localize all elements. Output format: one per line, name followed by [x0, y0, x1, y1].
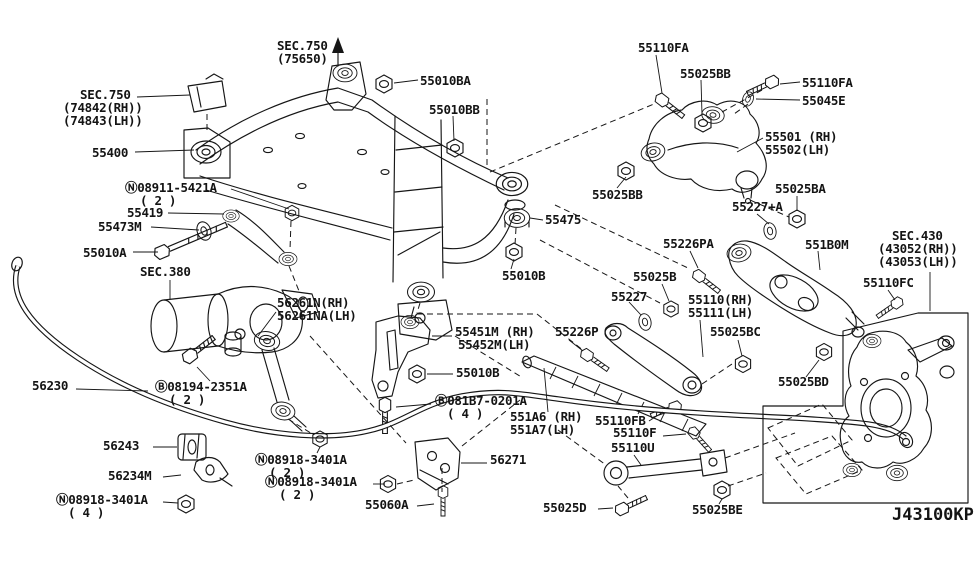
- part-label-p55473M: 55473M: [98, 219, 142, 234]
- part-label-p55110FB: 55110FB: [595, 413, 646, 428]
- part-label-p55110F: 55110F: [613, 425, 657, 440]
- part-label-p55025D: 55025D: [543, 500, 587, 515]
- part-label-p08918-2a: Ⓝ08918-3401A( 2 ): [255, 452, 347, 480]
- part-label-p55110FC: 55110FC: [863, 275, 914, 290]
- part-label-p55226P: 55226P: [555, 324, 599, 339]
- part-label-p55025B: 55025B: [633, 269, 677, 284]
- part-label-p55010B-c: 55010B: [502, 268, 546, 283]
- lower-control-arm: [636, 209, 906, 374]
- diagram-code: J43100KP: [892, 505, 974, 525]
- part-label-p55025BB-mid: 55025BB: [592, 187, 643, 202]
- part-label-p55110: 55110(RH)55111(LH): [688, 292, 754, 320]
- part-label-p55010A: 55010A: [83, 245, 127, 260]
- part-label-p08918-4: Ⓝ08918-3401A( 4 ): [56, 492, 148, 520]
- radius-rod: [603, 449, 731, 518]
- radius-link-55419: [154, 204, 300, 266]
- part-label-p55025BE: 55025BE: [692, 502, 743, 517]
- part-label-p55226PA: 55226PA: [663, 236, 714, 251]
- part-label-p08911: Ⓝ08911-5421A( 2 ): [125, 180, 217, 208]
- part-label-sec380: SEC.380: [140, 264, 191, 279]
- part-label-p55025BB-top: 55025BB: [680, 66, 731, 81]
- part-label-p55400: 55400: [92, 145, 129, 160]
- upper-control-arm: [375, 73, 782, 205]
- part-label-p08194: Ⓑ08194-2351A( 2 ): [155, 379, 247, 407]
- part-label-sec430: SEC.430(43052(RH))(43053(LH)): [878, 228, 958, 269]
- subframe-crossmember: [183, 37, 531, 341]
- part-label-p55110FA-top: 55110FA: [638, 40, 689, 55]
- part-label-p081B7: Ⓑ081B7-0201A( 4 ): [435, 393, 527, 421]
- part-label-p56243: 56243: [103, 438, 140, 453]
- shock-lower-bracket: [371, 315, 431, 435]
- dashed-lines: [206, 89, 796, 499]
- part-label-p55025BD: 55025BD: [778, 374, 829, 389]
- part-label-p55010BB: 55010BB: [429, 102, 480, 117]
- part-label-p55045E: 55045E: [802, 93, 846, 108]
- part-label-sec750-left: SEC.750(74842(RH))(74843(LH)): [63, 87, 143, 128]
- part-label-p55227A: 55227+A: [732, 199, 783, 214]
- part-label-p55025BA: 55025BA: [775, 181, 826, 196]
- part-label-p55025BC: 55025BC: [710, 324, 761, 339]
- part-label-p55227: 55227: [611, 289, 648, 304]
- part-label-p56230: 56230: [32, 378, 69, 393]
- part-label-p56271: 56271: [490, 452, 527, 467]
- part-label-p55010BA: 55010BA: [420, 73, 471, 88]
- part-label-p56261N: 56261N(RH)56261NA(LH): [277, 295, 357, 323]
- part-label-p55060A: 55060A: [365, 497, 409, 512]
- part-label-p55110FA-right: 55110FA: [802, 75, 853, 90]
- part-label-p55010B-l: 55010B: [456, 365, 500, 380]
- part-label-p551B0M: 551B0M: [805, 237, 849, 252]
- part-label-p56234M: 56234M: [108, 468, 152, 483]
- part-label-p55501: 55501 (RH)55502(LH): [765, 129, 838, 157]
- part-label-p551A6: 551A6 (RH)551A7(LH): [510, 409, 583, 437]
- leader-lines: [75, 54, 931, 510]
- part-label-p55451M: 55451M (RH)55452M(LH): [455, 324, 535, 352]
- part-label-p55475: 55475: [545, 212, 582, 227]
- part-label-sec750-top: SEC.750(75650): [277, 38, 328, 66]
- differential-assembly: [150, 286, 319, 357]
- part-label-p55419: 55419: [127, 205, 164, 220]
- part-label-p08918-2b: Ⓝ08918-3401A( 2 ): [265, 474, 357, 502]
- part-label-p55110U: 55110U: [611, 440, 655, 455]
- front-lower-link: [578, 322, 703, 397]
- knuckle-assembly: [762, 312, 969, 504]
- stabilizer-bar: [11, 256, 914, 517]
